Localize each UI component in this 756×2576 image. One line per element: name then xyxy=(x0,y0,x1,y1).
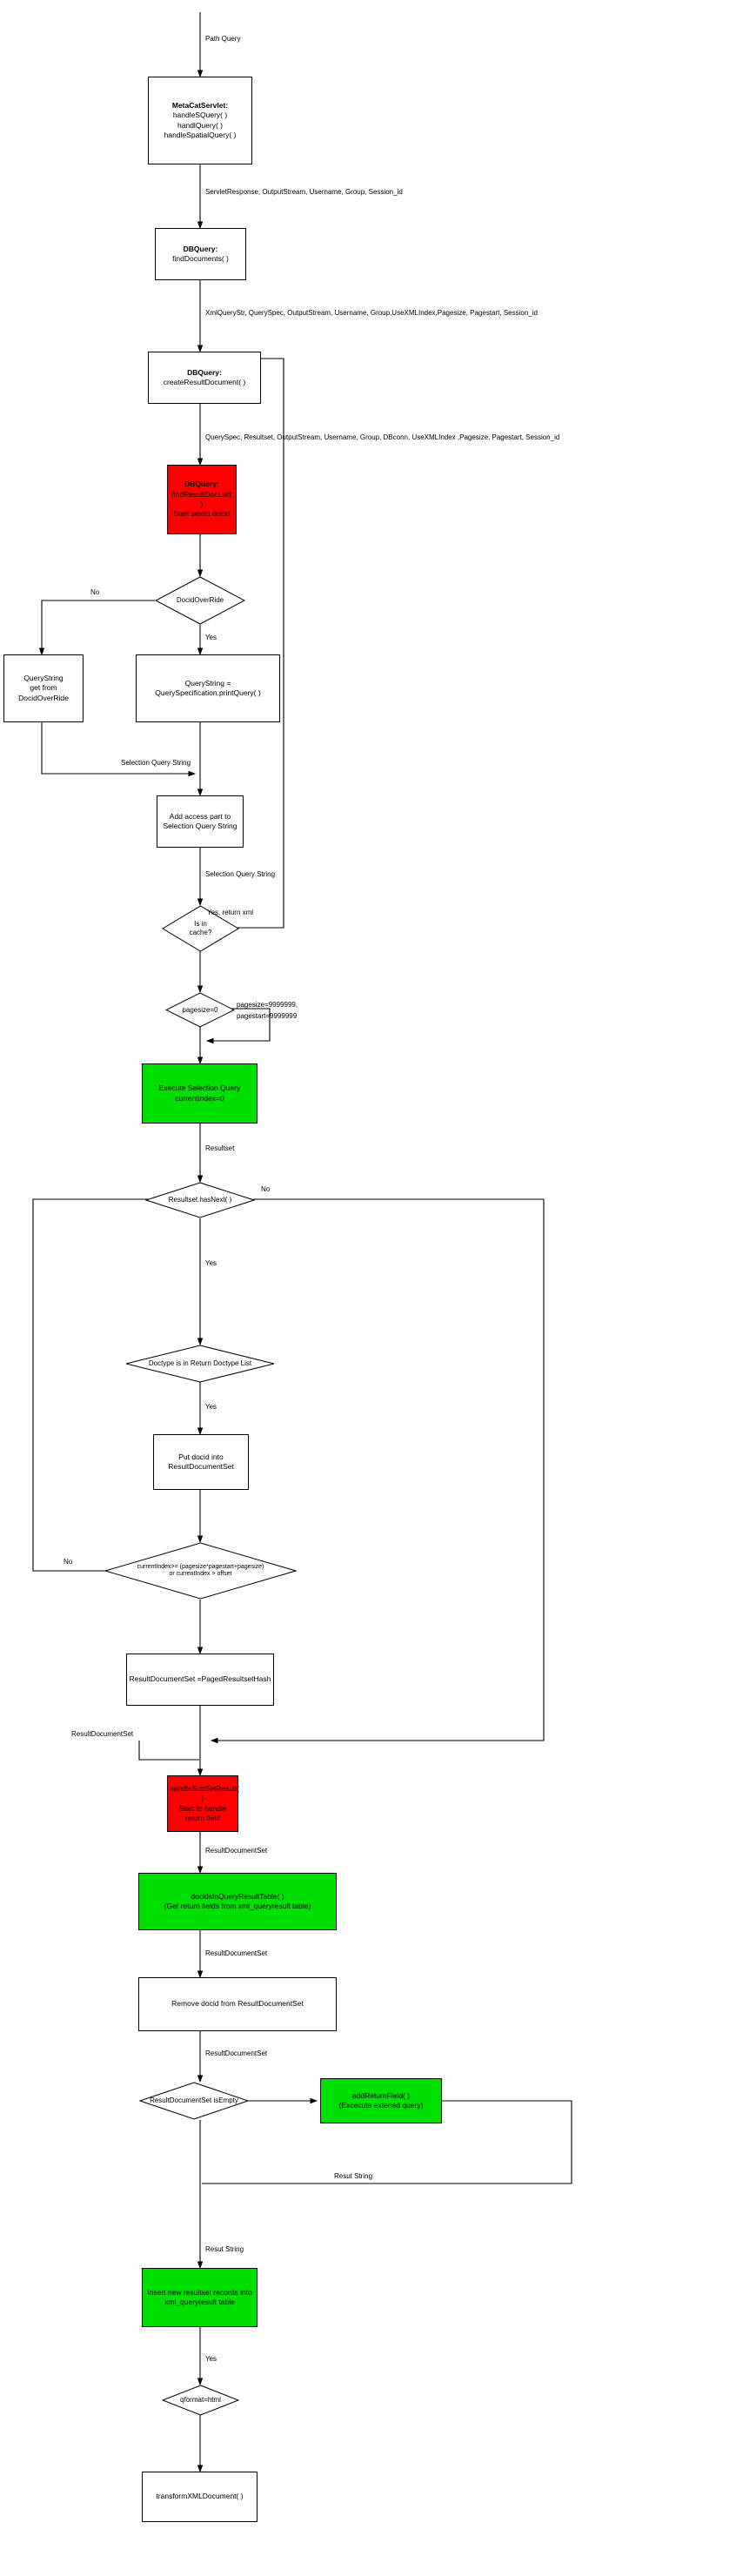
node-query-string-from-docid-override[interactable]: QueryString get from DocidOverRide xyxy=(3,654,84,722)
edge-label-no-has-next: No xyxy=(261,1185,271,1193)
node-query-string-docid-line-1: get from xyxy=(30,683,57,693)
node-add-return-field[interactable]: addReturnField( ) (Excecute extened quer… xyxy=(320,2078,442,2123)
node-docids-query-result-line-1: (Get return fields from xml_queryresult … xyxy=(164,1902,311,1910)
node-query-string-print-line-0: QueryString = xyxy=(184,678,231,688)
node-query-string-docid-line-2: DocidOverRide xyxy=(18,693,69,702)
decision-pagesize-zero[interactable]: pagesize=0 xyxy=(165,992,235,1028)
node-handle-subset-line-1: Start to handle return field xyxy=(178,1803,227,1822)
node-docids-query-result-line-0: docidsInQueryResultTable( ) xyxy=(191,1891,284,1901)
edge-label-query-spec: QuerySpec, Resultset, OutputStream, User… xyxy=(205,433,560,441)
edge-label-result-string-1: Resut String xyxy=(334,2172,373,2180)
diamond-shape xyxy=(125,1345,275,1383)
node-add-return-field-line-0: addReturnField( ) xyxy=(351,2090,411,2100)
diamond-shape xyxy=(104,1542,297,1600)
node-find-result-doc-list[interactable]: DBQuery: findResultDocList( ) Start sele… xyxy=(167,465,237,534)
decision-is-in-cache-line-0: Is in xyxy=(194,920,207,929)
node-remove-docid[interactable]: Remove docid from ResultDocumentSet xyxy=(138,1977,337,2031)
node-docids-in-query-result-table[interactable]: docidsInQueryResultTable( ) (Get return … xyxy=(138,1873,337,1930)
node-add-access-line-0: Add access part to xyxy=(169,811,231,821)
node-insert-records-line-1: xml_queryresult table xyxy=(164,2298,235,2306)
node-paged-hash-line-0: ResultDocumentSet =PagedResultsetHash xyxy=(129,1674,271,1684)
node-paged-resultset-hash[interactable]: ResultDocumentSet =PagedResultsetHash xyxy=(126,1654,274,1706)
node-execute-selection-query[interactable]: Execute Selection Query currentindex=0 xyxy=(142,1063,258,1124)
node-execute-selection-line-1: currentindex=0 xyxy=(175,1093,224,1103)
edge-label-result-document-set-1: ResultDocumentSet xyxy=(71,1730,134,1738)
decision-is-in-cache-line-1: cache? xyxy=(189,929,212,936)
node-find-result-doc-list-line-1: findResultDocList( ) xyxy=(171,489,232,508)
edge-label-pagestart-value: pagestart=9999999 xyxy=(237,1012,298,1020)
decision-pagesize-label: pagesize=0 xyxy=(182,1005,218,1014)
decision-is-empty-label: ResultDocumentSet isEmpty xyxy=(150,2096,238,2105)
node-execute-selection-line-0: Execute Selection Query xyxy=(158,1083,241,1093)
node-query-string-docid-line-0: QueryString xyxy=(23,673,64,682)
node-add-return-field-line-1: (Excecute extened query) xyxy=(338,2101,424,2110)
decision-doctype-label: Doctype is in Return Doctype List xyxy=(148,1359,252,1368)
node-create-result-document-line-0: DBQuery: xyxy=(187,367,222,377)
node-find-documents-line-1: findDocuments( ) xyxy=(172,254,229,263)
node-put-docid-line-0: Put docid into xyxy=(178,1452,224,1461)
decision-doctype-in-return-list[interactable]: Doctype is in Return Doctype List xyxy=(125,1345,275,1383)
node-metacatservlet[interactable]: MetaCatServlet: handleSQuery( ) handlQue… xyxy=(148,77,252,164)
decision-docid-override[interactable]: DocidOverRide xyxy=(155,576,245,625)
edge-label-no-current-index: No xyxy=(64,1558,73,1566)
decision-current-index[interactable]: currentIndex>= (pagesize*pagestart+pages… xyxy=(104,1542,297,1600)
node-add-access-line-1: Selection Query String xyxy=(163,822,238,830)
edge-label-yes-final: Yes xyxy=(205,2355,217,2363)
decision-resultset-has-next[interactable]: Resultset.hasNext( ) xyxy=(145,1182,255,1218)
node-insert-records-line-0: Insert new resultset records into xyxy=(147,2287,252,2297)
decision-qformat-html[interactable]: qformat=html xyxy=(162,2385,239,2416)
edge-label-yes-docid-override: Yes xyxy=(205,634,217,641)
diamond-shape xyxy=(165,992,235,1028)
node-metacatservlet-line-2: handlQuery( ) xyxy=(177,120,223,130)
edge-label-result-document-set-4: ResultDocumentSet xyxy=(205,2049,268,2057)
node-create-result-document-line-1: createResultDocument( ) xyxy=(163,378,246,386)
node-find-documents-line-0: DBQuery: xyxy=(183,244,218,253)
node-metacatservlet-line-1: handleSQuery( ) xyxy=(172,111,228,120)
decision-current-index-line-1: or currentIndex > offset xyxy=(169,1571,232,1577)
decision-current-index-line-0: currentIndex>= (pagesize*pagestart+pages… xyxy=(137,1563,264,1570)
edge-label-result-document-set-3: ResultDocumentSet xyxy=(205,1949,268,1957)
edge-label-selection-query-string-2: Selection Query String xyxy=(205,870,276,878)
edge-label-servlet-response: ServletResponse, OutputStream, Username,… xyxy=(205,188,403,196)
node-metacatservlet-line-3: handleSpatialQuery( ) xyxy=(164,130,237,139)
edge-label-yes-return-xml: Yes, return xml xyxy=(207,909,254,916)
edge-label-pagesize-value: pagesize=9999999, xyxy=(237,1001,298,1009)
node-query-string-print-query[interactable]: QueryString = QuerySpecification.printQu… xyxy=(136,654,280,722)
edge-label-no-docid-override: No xyxy=(90,588,100,596)
decision-result-document-set-is-empty[interactable]: ResultDocumentSet isEmpty xyxy=(139,2082,249,2120)
edge-label-resultset: Resultset xyxy=(205,1144,235,1152)
edge-label-result-string-2: Resut String xyxy=(205,2245,244,2253)
edge-label-xml-query-str: XmlQueryStr, QuerySpec, OutputStream, Us… xyxy=(205,309,538,317)
node-find-documents[interactable]: DBQuery: findDocuments( ) xyxy=(155,228,246,280)
node-transform-xml-document[interactable]: transformXMLDocument( ) xyxy=(142,2472,258,2522)
node-query-string-print-line-1: QuerySpecification.printQuery( ) xyxy=(155,688,261,697)
node-create-result-document[interactable]: DBQuery: createResultDocument( ) xyxy=(148,352,261,404)
edge-label-result-document-set-2: ResultDocumentSet xyxy=(205,1847,268,1855)
diamond-shape xyxy=(162,905,239,952)
node-put-docid-into-result-document-set[interactable]: Put docid into ResultDocumentSet xyxy=(153,1434,249,1490)
node-add-access-part[interactable]: Add access part to Selection Query Strin… xyxy=(157,795,244,848)
edge-label-yes-doctype: Yes xyxy=(205,1403,217,1411)
decision-qformat-label: qformat=html xyxy=(180,2396,221,2405)
diamond-shape xyxy=(162,2385,239,2416)
node-remove-docid-line-0: Remove docid from ResultDocumentSet xyxy=(171,1999,304,2009)
diamond-shape xyxy=(145,1182,255,1218)
node-metacatservlet-line-0: MetaCatServlet: xyxy=(171,100,229,110)
decision-docid-override-label: DocidOverRide xyxy=(176,596,224,605)
node-transform-xml-line-0: transformXMLDocument( ) xyxy=(156,2492,244,2501)
diamond-shape xyxy=(155,576,245,625)
node-find-result-doc-list-line-0: DBQuery: xyxy=(184,480,219,489)
node-handle-subset-result[interactable]: handleSubSetResult( ) Start to handle re… xyxy=(167,1775,240,1832)
edge-label-path-query: Path Query xyxy=(205,35,241,43)
edge-label-yes-has-next: Yes xyxy=(205,1259,217,1267)
decision-is-in-cache[interactable]: Is in cache? xyxy=(162,905,239,952)
node-handle-subset-line-0: handleSubSetResult( ) xyxy=(170,1783,240,1803)
node-find-result-doc-list-line-2: Start select docid xyxy=(173,509,231,519)
diamond-shape xyxy=(139,2082,249,2120)
node-insert-new-resultset-records[interactable]: Insert new resultset records into xml_qu… xyxy=(142,2268,258,2327)
node-put-docid-line-1: ResultDocumentSet xyxy=(168,1462,234,1471)
edge-label-selection-query-string-1: Selection Query String xyxy=(121,759,191,767)
decision-has-next-label: Resultset.hasNext( ) xyxy=(168,1196,232,1204)
